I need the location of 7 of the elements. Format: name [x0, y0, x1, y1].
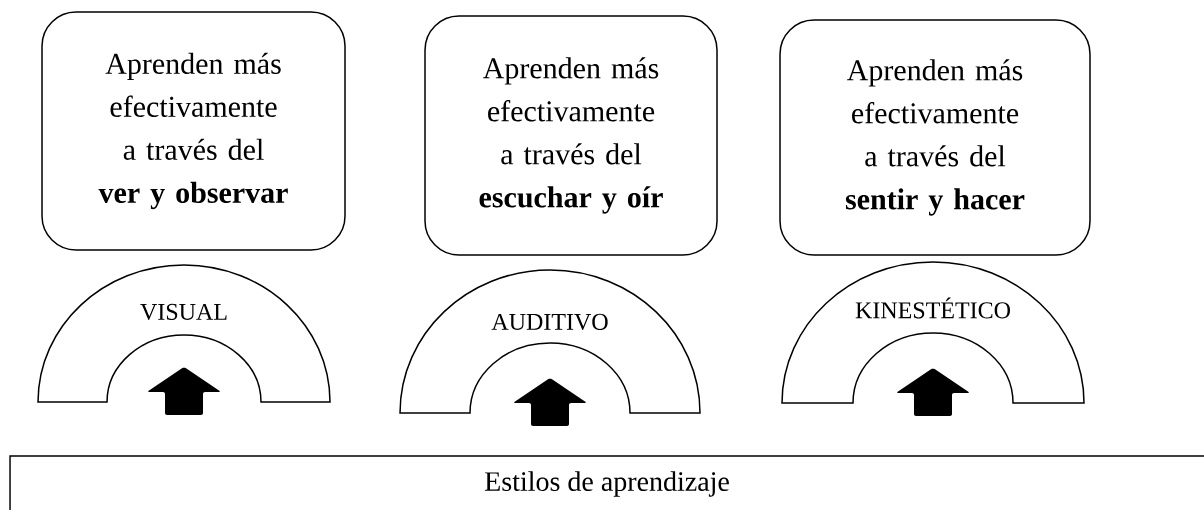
text-box: Aprenden más efectivamente a través del escuchar y oír: [424, 15, 718, 256]
text-box: Aprenden más efectivamente a través del ver y observar: [41, 11, 346, 251]
arch-band: AUDITIVO: [399, 269, 701, 414]
arch-band: VISUAL: [37, 264, 331, 403]
text-box: Aprenden más efectivamente a través del sentir y hacer: [779, 19, 1091, 256]
arch-band: KINESTÉTICO: [781, 261, 1085, 404]
title-band: Estilos de aprendizaje: [9, 455, 1204, 510]
